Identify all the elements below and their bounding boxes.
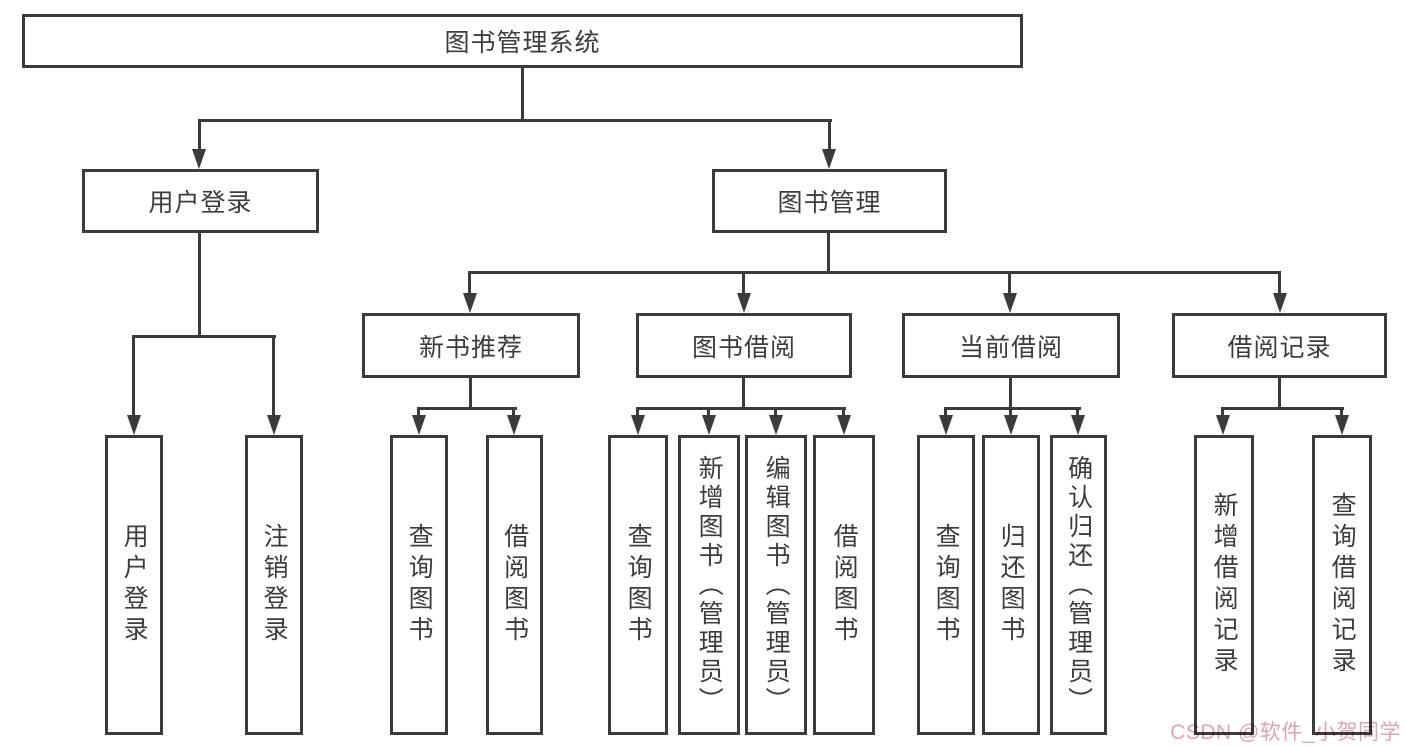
node-label: 查询图书 <box>405 523 434 647</box>
leaf-user-login: 用户登录 <box>105 435 163 735</box>
arrow-down-icon <box>837 415 851 435</box>
connector-line <box>1221 407 1224 417</box>
leaf-borrowing-add-books-admin: 新增图书（管理员） <box>678 435 740 735</box>
connector-line <box>636 407 639 417</box>
node-book-management: 图书管理 <box>712 169 947 233</box>
connector-line <box>132 335 276 338</box>
arrow-down-icon <box>192 149 206 169</box>
arrow-down-icon <box>267 415 281 435</box>
connector-line <box>512 407 515 417</box>
connector-line <box>469 271 1281 274</box>
node-label: 查询图书 <box>624 523 653 647</box>
node-root: 图书管理系统 <box>22 14 1023 68</box>
arrow-down-icon <box>737 293 751 313</box>
node-label: 图书管理 <box>777 189 882 217</box>
node-book-borrowing: 图书借阅 <box>636 313 852 378</box>
connector-line <box>1340 407 1343 417</box>
arrow-down-icon <box>1273 293 1287 313</box>
connector-line <box>944 407 947 417</box>
node-label: 新增借阅记录 <box>1210 492 1239 678</box>
arrow-down-icon <box>1004 415 1018 435</box>
arrow-down-icon <box>939 415 953 435</box>
node-label: 借阅图书 <box>830 523 859 647</box>
connector-line <box>944 407 1081 410</box>
connector-line <box>521 68 524 120</box>
node-label: 图书借阅 <box>691 333 796 362</box>
connector-line <box>417 407 420 417</box>
connector-line <box>1009 407 1012 417</box>
leaf-newbooks-borrow-books: 借阅图书 <box>486 435 543 735</box>
leaf-current-return-books: 归还图书 <box>982 435 1040 735</box>
connector-line <box>1278 271 1281 295</box>
node-current-borrowing: 当前借阅 <box>902 313 1120 378</box>
arrow-down-icon <box>463 293 477 313</box>
node-label: 查询借阅记录 <box>1328 492 1357 678</box>
node-borrowing-records: 借阅记录 <box>1172 313 1387 378</box>
arrow-down-icon <box>822 149 836 169</box>
connector-line <box>1278 378 1281 409</box>
arrow-down-icon <box>1071 415 1085 435</box>
connector-line <box>828 119 831 151</box>
connector-line <box>1008 271 1011 295</box>
arrow-down-icon <box>412 415 426 435</box>
node-label: 注销登录 <box>260 523 289 647</box>
connector-line <box>636 407 846 410</box>
node-label: 图书管理系统 <box>444 29 601 57</box>
leaf-current-query-books: 查询图书 <box>917 435 975 735</box>
connector-line <box>707 407 710 417</box>
node-label: 新书推荐 <box>418 333 523 362</box>
arrow-down-icon <box>127 415 141 435</box>
node-label: 用户登录 <box>120 523 149 647</box>
leaf-logout: 注销登录 <box>245 435 303 735</box>
node-label: 归还图书 <box>997 523 1026 647</box>
node-label: 借阅图书 <box>500 523 529 647</box>
node-label: 当前借阅 <box>958 333 1063 362</box>
connector-line <box>842 407 845 417</box>
connector-line <box>198 119 832 122</box>
connector-line <box>774 407 777 417</box>
node-label: 确认归还（管理员） <box>1064 454 1093 716</box>
connector-line <box>1221 407 1344 410</box>
leaf-borrowing-query-books: 查询图书 <box>608 435 668 735</box>
connector-line <box>1076 407 1079 417</box>
node-label: 用户登录 <box>148 189 253 217</box>
arrow-down-icon <box>507 415 521 435</box>
arrow-down-icon <box>702 415 716 435</box>
connector-line <box>417 407 517 410</box>
connector-line <box>469 378 472 409</box>
leaf-records-query-record: 查询借阅记录 <box>1312 435 1372 735</box>
leaf-current-confirm-return-admin: 确认归还（管理员） <box>1050 435 1107 735</box>
arrow-down-icon <box>1003 293 1017 313</box>
node-label: 借阅记录 <box>1227 333 1332 362</box>
node-label: 新增图书（管理员） <box>695 454 724 716</box>
connector-line <box>827 233 830 273</box>
leaf-borrowing-edit-books-admin: 编辑图书（管理员） <box>745 435 807 735</box>
node-label: 编辑图书（管理员） <box>762 454 791 716</box>
leaf-newbooks-query-books: 查询图书 <box>390 435 448 735</box>
arrow-down-icon <box>1335 415 1349 435</box>
node-new-book-recommend: 新书推荐 <box>362 313 580 378</box>
connector-line <box>132 335 135 416</box>
leaf-records-add-record: 新增借阅记录 <box>1194 435 1254 735</box>
connector-line <box>272 335 275 416</box>
connector-line <box>198 119 201 151</box>
leaf-borrowing-borrow-books: 借阅图书 <box>813 435 875 735</box>
connector-line <box>468 271 471 295</box>
connector-line <box>742 378 745 409</box>
connector-line <box>1009 378 1012 409</box>
node-user-login: 用户登录 <box>82 169 319 233</box>
csdn-watermark: CSDN @软件_小贺同学 <box>1170 721 1401 744</box>
arrow-down-icon <box>1216 415 1230 435</box>
node-label: 查询图书 <box>932 523 961 647</box>
arrow-down-icon <box>769 415 783 435</box>
connector-line <box>742 271 745 295</box>
connector-line <box>198 233 201 337</box>
arrow-down-icon <box>631 415 645 435</box>
